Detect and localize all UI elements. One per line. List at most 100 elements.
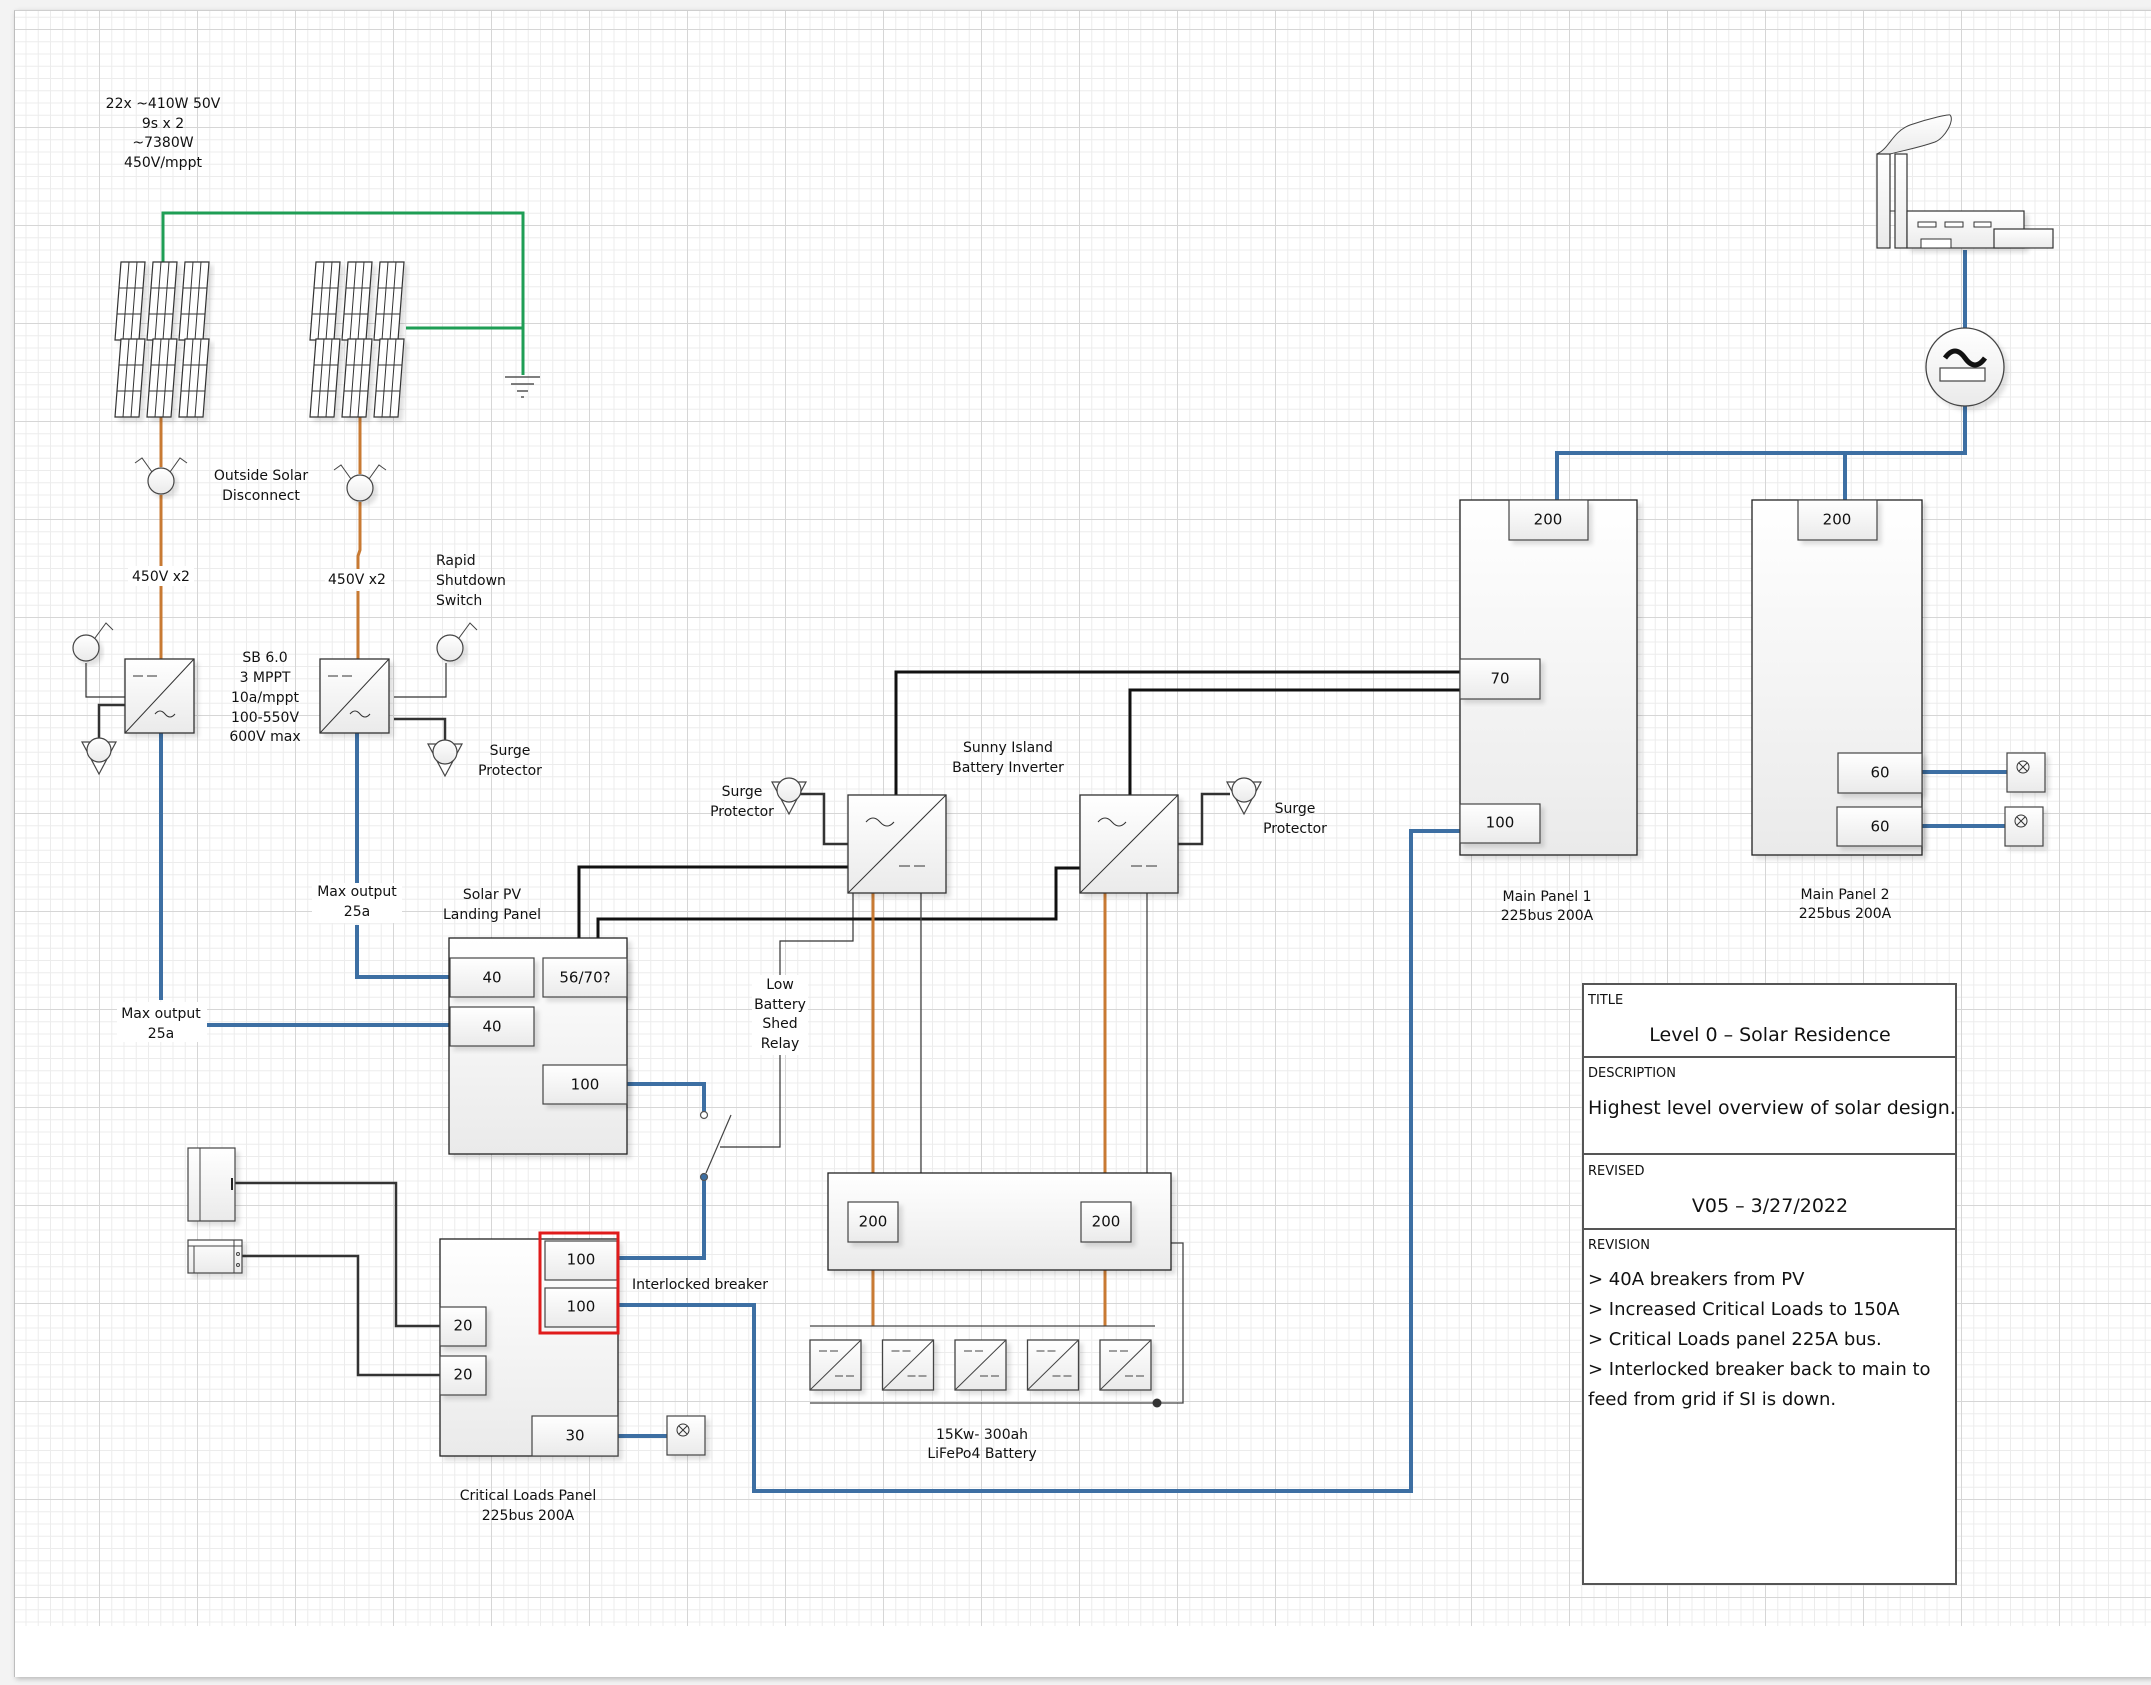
breaker[interactable] [531,1415,619,1457]
svg-text:Shed: Shed [762,1016,797,1032]
breaker-label: 20 [453,1317,472,1335]
svg-text:3 MPPT: 3 MPPT [240,670,291,686]
breaker-label: 100 [567,1251,596,1269]
breaker[interactable] [449,1006,535,1047]
breaker[interactable] [1797,499,1878,541]
surge-wire [97,703,1230,846]
description-text: Highest level overview of solar design. [1588,1097,1956,1119]
solar-panel-icon [114,261,405,418]
load-shed-relay-switch[interactable] [699,1110,732,1182]
pv-inverter-right[interactable] [319,658,390,734]
disconnect-label: Outside Solar Disconnect [214,468,308,504]
svg-text:15Kw- 300ah: 15Kw- 300ah [936,1427,1028,1443]
rapid-shutdown-label: Rapid Shutdown Switch [436,553,506,609]
breaker[interactable] [449,957,535,998]
max-output-label: Max output 25a Max output 25a [117,883,402,1042]
svg-text:225bus 200A: 225bus 200A [482,1508,575,1524]
breaker[interactable] [1837,752,1923,794]
svg-text:Surge: Surge [722,784,763,800]
svg-text:Shutdown: Shutdown [436,573,506,589]
breaker[interactable] [847,1201,899,1243]
battery-inverter-1[interactable] [847,794,947,894]
revised-heading: REVISED [1588,1164,1644,1179]
battery-label: 15Kw- 300ah LiFePo4 Battery [927,1427,1036,1462]
revision-line: > Critical Loads panel 225A bus. [1588,1329,1882,1350]
solar-module [114,261,146,341]
breaker[interactable] [439,1306,487,1347]
svg-text:Protector: Protector [478,763,542,779]
battery-disconnect-box[interactable]: 200 200 [827,1172,1172,1271]
breaker[interactable] [1836,806,1923,847]
si-ac-wire [577,670,1460,958]
svg-text:25a: 25a [148,1026,174,1042]
breaker[interactable] [542,1064,628,1105]
svg-text:Disconnect: Disconnect [222,488,300,504]
svg-text:~7380W: ~7380W [132,135,193,151]
battery-inverter-label: Sunny Island Battery Inverter [952,740,1064,776]
breaker[interactable] [1080,1201,1132,1243]
solar-module [341,261,373,341]
revised-value: V05 – 3/27/2022 [1692,1195,1848,1217]
svg-text:9s x 2: 9s x 2 [142,116,184,132]
solar-module [309,261,341,341]
disconnect-switch-icon[interactable] [333,464,387,502]
solar-pv-landing-panel[interactable]: 40 56/70? 40 100 [448,937,628,1155]
svg-text:Switch: Switch [436,593,482,609]
breaker-label: 40 [482,969,501,987]
title-block: TITLE Level 0 – Solar Residence DESCRIPT… [1582,983,1957,1585]
lamp-load-icon [667,1416,705,1455]
rapid-shutdown-switch-icon[interactable] [436,622,478,662]
breaker[interactable] [439,1355,487,1396]
revision-line: feed from grid if SI is down. [1588,1389,1836,1410]
solar-module [146,338,178,418]
pv-output-wire [159,733,450,1027]
interlock-label: Interlocked breaker [632,1277,768,1293]
breaker-label: 60 [1870,818,1889,836]
disconnect-switch-icon[interactable] [134,457,188,495]
svg-text:Battery Inverter: Battery Inverter [952,760,1064,776]
critical-loads-panel[interactable]: 100 100 20 20 30 [439,1231,620,1457]
breaker[interactable] [1459,803,1541,844]
breaker-label: 100 [1486,814,1515,832]
svg-text:Outside Solar: Outside Solar [214,468,308,484]
main-panel-1[interactable]: 200 70 100 [1459,499,1638,856]
main-panel-1-label: Main Panel 1 225bus 200A [1501,889,1594,924]
surge-protector-icon [1226,777,1262,815]
refrigerator-icon [187,1147,236,1222]
breaker[interactable] [1508,499,1589,541]
svg-text:25a: 25a [344,904,370,920]
solar-module [178,261,210,341]
svg-text:Rapid: Rapid [436,553,476,569]
svg-text:LiFePo4 Battery: LiFePo4 Battery [927,1446,1036,1462]
battery-module-icon [1100,1340,1151,1390]
svg-text:Surge: Surge [490,743,531,759]
breaker-label: 200 [859,1213,888,1231]
main-panel-2[interactable]: 200 60 60 [1751,499,1923,856]
string-voltage-label: 450V x2 450V x2 [128,566,391,589]
description-heading: DESCRIPTION [1588,1066,1676,1081]
ground-icon [505,376,540,398]
breaker-label: 40 [482,1018,501,1036]
svg-text:SB 6.0: SB 6.0 [242,650,287,666]
battery-module-icon [883,1340,934,1390]
breaker[interactable] [544,1240,618,1281]
solar-module [373,338,405,418]
breaker-label: 20 [453,1366,472,1384]
solar-module [373,261,405,341]
surge-protector-label: Surge Protector Surge Protector [710,784,1327,837]
breaker[interactable] [1459,658,1541,700]
breaker[interactable] [544,1287,618,1328]
svg-text:Relay: Relay [761,1036,799,1052]
svg-text:Critical Loads Panel: Critical Loads Panel [460,1488,597,1504]
title-heading: TITLE [1587,993,1623,1008]
svg-text:Solar PV: Solar PV [463,887,522,903]
svg-text:450V x2: 450V x2 [132,569,190,585]
breaker[interactable] [542,957,628,998]
battery-inverter-2[interactable] [1079,794,1179,894]
breaker-label: 100 [571,1076,600,1094]
rapid-shutdown-switch-icon[interactable] [72,622,114,662]
dc-string-wire [159,395,362,659]
pv-inverter-left[interactable] [124,658,195,734]
battery-neg-wire [810,893,1184,1404]
lamp-load-icon [2007,753,2045,792]
